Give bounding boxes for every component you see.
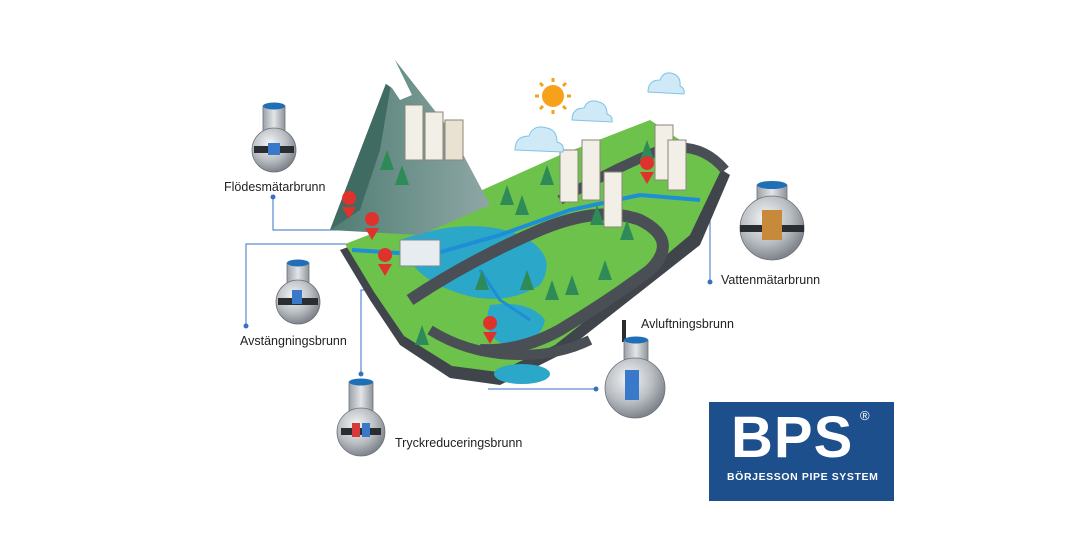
buildings — [399, 104, 687, 267]
logo-company-name: BÖRJESSON PIPE SYSTEM — [727, 471, 879, 483]
logo-mark: BPS — [731, 405, 854, 470]
registered-mark: ® — [860, 408, 870, 423]
connector-lines — [243, 193, 713, 392]
well-venting — [604, 320, 666, 419]
well-flow-meter — [251, 102, 297, 173]
label-flow-meter-well: Flödesmätarbrunn — [224, 180, 326, 194]
bps-logo: BPS ® BÖRJESSON PIPE SYSTEM — [709, 402, 894, 501]
well-water-meter — [739, 181, 805, 261]
well-pressure-reduction — [336, 378, 386, 457]
sun-icon — [535, 78, 571, 114]
trees — [380, 140, 654, 345]
label-water-meter-well: Vattenmätarbrunn — [721, 273, 821, 287]
label-venting-well: Avluftningsbrunn — [641, 317, 734, 331]
label-pressure-reduction-well: Tryckreduceringsbrunn — [395, 436, 523, 450]
well-shutoff — [275, 259, 321, 325]
cloud-icon — [514, 72, 685, 153]
label-shutoff-well: Avstängningsbrunn — [240, 334, 347, 348]
location-pins — [342, 156, 655, 344]
